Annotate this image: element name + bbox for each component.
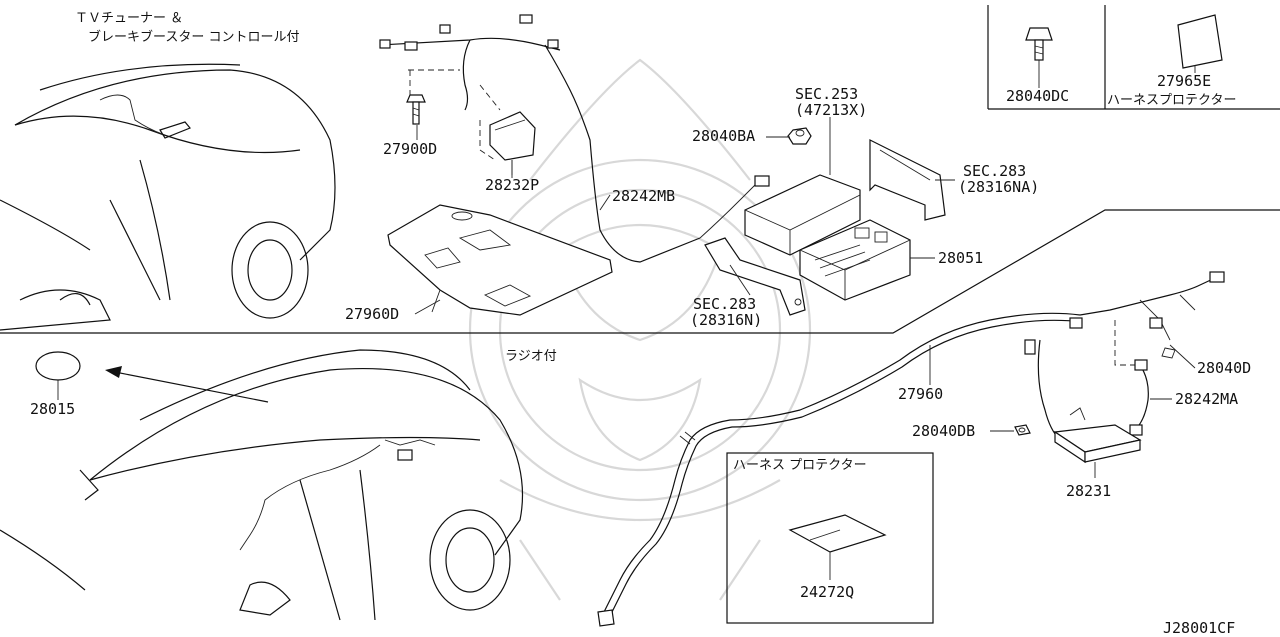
part-label-27960: 27960 [898, 385, 943, 403]
car-bottom-left [0, 349, 524, 621]
part-label-sec253: SEC.253 [795, 85, 858, 103]
module-28232P [489, 111, 536, 178]
disc-28015 [35, 351, 81, 400]
part-label-28040DB: 28040DB [912, 422, 975, 440]
part-label-28232P: 28232P [485, 176, 539, 194]
part-label-28040BA: 28040BA [692, 127, 755, 145]
harness-27960 [597, 312, 1083, 627]
watermark-emblem [468, 58, 812, 601]
part-label-24272Q: 24272Q [800, 583, 854, 601]
part-label-28231: 28231 [1066, 482, 1111, 500]
module-28231 [1053, 407, 1142, 478]
caption-harness-protector-box: ハーネス プロテクター [733, 458, 867, 473]
arrow-to-disc [105, 366, 269, 403]
unit-28051 [799, 219, 911, 301]
part-label-sec283-bottom: SEC.283 [693, 295, 756, 313]
mat-27960D [387, 204, 613, 316]
part-labels: 27900D 28232P 28242MB 28040BA SEC.253 (4… [30, 72, 1251, 601]
part-label-28242MA: 28242MA [1175, 390, 1238, 408]
bolt-27900D [406, 94, 426, 125]
part-label-27960D: 27960D [345, 305, 399, 323]
legend-protector-27965E [1177, 14, 1223, 73]
part-label-28051: 28051 [938, 249, 983, 267]
part-label-28040DC: 28040DC [1006, 87, 1069, 105]
harness-top [379, 14, 770, 263]
captions: ＴＶチューナー ＆ ブレーキブースター コントロール付 ラジオ付 ハーネス プロ… [75, 11, 1236, 637]
protector-24272Q [788, 514, 887, 580]
part-label-sec283-top: SEC.283 [963, 162, 1026, 180]
bolt-28040DB [1014, 424, 1031, 436]
caption-radio: ラジオ付 [505, 349, 557, 364]
harness-28242MA [1024, 271, 1225, 441]
bracket-sec283-bottom [704, 237, 806, 316]
part-label-28015: 28015 [30, 400, 75, 418]
caption-tv-tuner-line2: ブレーキブースター コントロール付 [88, 29, 299, 45]
leader-lines [414, 117, 1196, 432]
part-label-27900D: 27900D [383, 140, 437, 158]
part-label-28242MB: 28242MB [612, 187, 675, 205]
part-label-sec283-top-ref: (28316NA) [958, 178, 1039, 196]
diagram-code: J28001CF [1163, 619, 1235, 637]
part-label-28040D: 28040D [1197, 359, 1251, 377]
caption-tv-tuner-line1: ＴＶチューナー ＆ [75, 11, 183, 26]
bracket-sec283-top [869, 139, 946, 221]
section-dividers [0, 5, 1280, 624]
part-label-sec283-bottom-ref: (28316N) [690, 311, 762, 329]
car-top-left [0, 63, 336, 331]
nut-28040BA [787, 127, 812, 145]
legend-bolt-28040DC [1025, 27, 1053, 88]
caption-harness-protector-legend: ハーネスプロテクター [1107, 93, 1236, 108]
control-unit-sec253 [744, 174, 861, 256]
part-label-27965E: 27965E [1157, 72, 1211, 90]
part-label-sec253-ref: (47213X) [795, 101, 867, 119]
